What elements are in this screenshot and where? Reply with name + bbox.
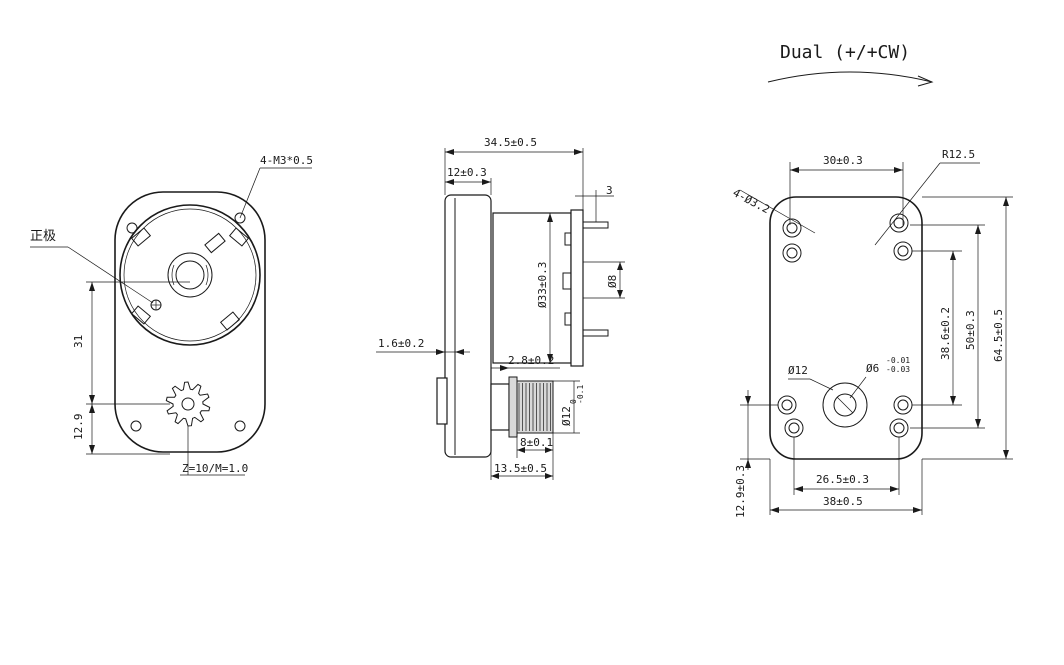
mount-hole (784, 418, 804, 438)
output-boss (822, 382, 868, 428)
left-view: 4-M3*0.5 正极 31 12.9 Z=10/M=1.0 (30, 154, 313, 476)
front-view: 4-Ø3.2 R12.5 30±0.3 38.6±0.2 50±0.3 64.5… (731, 148, 1013, 518)
dim-flange: 1.6±0.2 (378, 337, 424, 350)
dim-shaft-len: 13.5±0.5 (494, 462, 547, 475)
rear-boss (436, 377, 448, 425)
gear-label: Z=10/M=1.0 (182, 462, 248, 475)
shaft-tol-lower: -0.1 (576, 385, 585, 404)
end-cap (570, 209, 584, 367)
holes-label: 4-Ø3.2 (731, 186, 772, 216)
gearbox-plate (444, 194, 492, 458)
output-bore (833, 393, 857, 417)
dim-plate: 12±0.3 (447, 166, 487, 179)
dim-top-spacing: 30±0.3 (823, 154, 863, 167)
mount-hole (893, 241, 913, 261)
mount-hole (234, 420, 246, 432)
left-housing (114, 191, 266, 453)
dim-height: 64.5±0.5 (992, 309, 1005, 362)
gear-bore (181, 397, 195, 411)
positive-pole-label: 正极 (30, 229, 56, 244)
slot (130, 305, 152, 325)
mount-hole (130, 420, 142, 432)
bore-tol-upper: -0.01 (886, 356, 910, 365)
radius-label: R12.5 (942, 148, 975, 161)
center-boss (167, 252, 213, 298)
dim-38-6: 38.6±0.2 (939, 307, 952, 360)
rotation-indicator: Dual (+/+CW) (767, 42, 934, 87)
dim-shaft-dia: Ø12 (560, 406, 573, 426)
dim-3: 3 (606, 184, 613, 197)
mount-hole (777, 395, 797, 415)
spacer (490, 383, 510, 431)
dim-length: 34.5±0.5 (484, 136, 537, 149)
mount-hole (782, 218, 802, 238)
terminal-bottom (582, 329, 609, 337)
dim-bottom-spacing: 26.5±0.3 (816, 473, 869, 486)
mount-hole (889, 213, 909, 233)
mount-hole (126, 222, 138, 234)
dim-gap: 2.8±0.2 (508, 354, 554, 367)
dim-31: 31 (72, 335, 85, 348)
motor-body (492, 212, 572, 364)
pinion-gear (165, 381, 211, 427)
dim-width: 38±0.5 (823, 495, 863, 508)
terminal-top (582, 221, 609, 229)
mount-hole (889, 418, 909, 438)
bore-tol-lower: -0.03 (886, 365, 910, 374)
thread-label: 4-M3*0.5 (260, 154, 313, 167)
mount-hole (782, 243, 802, 263)
rotation-label: Dual (+/+CW) (780, 42, 910, 63)
dim-gear-len: 8±0.1 (520, 436, 553, 449)
rotation-arrow (767, 71, 933, 83)
dim-dia-33: Ø33±0.3 (536, 262, 549, 308)
motor-can (119, 204, 261, 346)
dim-12-9: 12.9 (72, 414, 85, 441)
mount-hole (234, 212, 246, 224)
slot (228, 227, 250, 247)
gear-outline (165, 381, 211, 427)
dim-offset: 12.9±0.3 (734, 465, 747, 518)
boss-dia-label: Ø12 (788, 364, 808, 377)
terminal (204, 232, 226, 254)
front-housing (769, 196, 923, 460)
rotation-arrowhead (917, 75, 934, 87)
slot (130, 227, 152, 247)
dim-50: 50±0.3 (964, 310, 977, 350)
side-view: 34.5±0.5 12±0.3 3 Ø33±0.3 Ø8 1.6±0.2 2.8… (376, 136, 625, 480)
mount-hole (893, 395, 913, 415)
shaft-tol-upper: 0 (569, 399, 578, 404)
dim-dia-8: Ø8 (606, 275, 619, 288)
slot (219, 311, 241, 331)
bore-dia-label: Ø6 (866, 362, 879, 375)
